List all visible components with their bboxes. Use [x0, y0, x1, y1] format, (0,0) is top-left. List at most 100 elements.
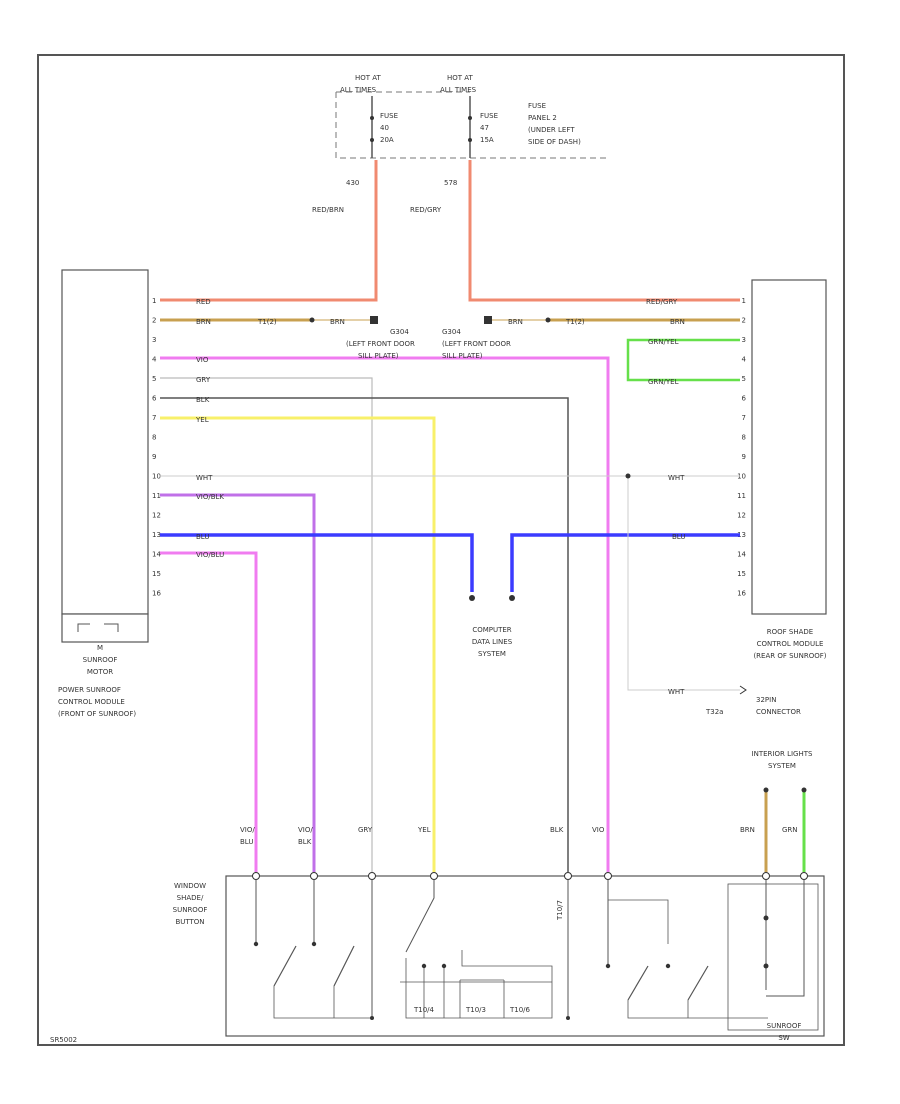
ground-left-symbol	[370, 316, 378, 324]
right-pin-14: 14	[737, 551, 746, 559]
left-pin-1: 1	[152, 297, 156, 305]
switch-node-6	[441, 963, 447, 969]
wire2-color: RED/GRY	[410, 206, 442, 214]
switch-node-4	[665, 963, 671, 969]
wire-gry	[160, 377, 373, 872]
left-pin-16: 16	[152, 590, 161, 598]
ground1-line3: SILL PLATE)	[358, 352, 399, 360]
switch-node-2	[311, 941, 317, 947]
sunroof-sw-node-1	[763, 915, 769, 921]
label-blu-right: BLU	[672, 533, 685, 541]
wire2-number: 578	[444, 179, 457, 187]
bottom-wire6: VIO	[592, 826, 605, 834]
right-pin-16: 16	[737, 590, 746, 598]
switch-sub-label-2: T10/3	[465, 1006, 486, 1014]
sunroof-sw-outline	[727, 883, 819, 1031]
wire-red-brn	[160, 160, 378, 302]
ground-labels: G304 (LEFT FRONT DOOR SILL PLATE) G304 (…	[346, 328, 511, 360]
right-module-name-line2: CONTROL MODULE	[757, 640, 824, 648]
switch-node-5	[421, 963, 427, 969]
label-vio-blu: VIO/BLU	[196, 551, 224, 559]
switch-name-line1: WINDOW	[174, 882, 206, 890]
ground2-line2: (LEFT FRONT DOOR	[442, 340, 511, 348]
connector-id: T32a	[705, 708, 723, 716]
interior-lights-system: INTERIOR LIGHTS SYSTEM	[752, 750, 813, 872]
switch-bus-lines	[273, 899, 768, 1019]
fuse2-label-line1: FUSE	[480, 112, 498, 120]
left-pin-15: 15	[152, 570, 161, 578]
fuse1-label-line2: 40	[380, 124, 389, 132]
label-red: RED	[196, 298, 211, 306]
switch-contacts	[273, 945, 709, 1001]
label-vio-blk: VIO/BLK	[196, 493, 224, 501]
right-module-name-line3: (REAR OF SUNROOF)	[753, 652, 826, 660]
power-sunroof-control-module: M SUNROOF MOTOR POWER SUNROOF CONTROL MO…	[58, 269, 161, 718]
switch-node-7	[370, 1016, 374, 1020]
right-pin-2: 2	[742, 317, 746, 325]
switch-sub-label-4: T10/7	[556, 900, 564, 921]
interior-lights-line1: INTERIOR LIGHTS	[752, 750, 813, 758]
fuse2-contact-bottom	[468, 138, 472, 142]
switch-terminal-7	[762, 872, 770, 880]
left-module-name-line3: (FRONT OF SUNROOF)	[58, 710, 136, 718]
wire-vio-blk	[160, 493, 316, 872]
bottom-wire-labels: VIO/ BLU VIO/ BLK GRY YEL BLK VIO BRN GR…	[240, 826, 798, 846]
switch-node-3	[605, 963, 611, 969]
hot1-label-line2: ALL TIMES	[340, 86, 377, 94]
left-pin-8: 8	[152, 434, 156, 442]
left-module-name-line2: CONTROL MODULE	[58, 698, 125, 706]
switch-sub-label-3: T10/6	[509, 1006, 531, 1014]
bottom-wire3: GRY	[358, 826, 373, 834]
splice-right	[545, 317, 551, 323]
right-pin-12: 12	[737, 512, 746, 520]
left-pin-11: 11	[152, 492, 161, 500]
switch-node-1	[253, 941, 259, 947]
data-line-terminal-1	[469, 595, 475, 601]
bottom-wire7: BRN	[740, 826, 755, 834]
switch-internal-lines	[255, 880, 805, 1018]
data-line-terminal-2	[509, 595, 515, 601]
motor-label-line2: SUNROOF	[83, 656, 118, 664]
fuse2-label-line2: 47	[480, 124, 489, 132]
right-pin-13: 13	[737, 531, 746, 539]
label-wht-connector: WHT	[668, 688, 685, 696]
fuse1-label-line3: 20A	[380, 136, 394, 144]
label-gry: GRY	[196, 376, 211, 384]
right-module-name-line1: ROOF SHADE	[767, 628, 813, 636]
right-pin-9: 9	[742, 453, 746, 461]
ground-right-brn: BRN	[508, 318, 523, 326]
left-pin-7: 7	[152, 414, 156, 422]
bottom-wire1-line1: VIO/	[240, 826, 255, 834]
left-pin-13: 13	[152, 531, 161, 539]
left-module-name-line1: POWER SUNROOF	[58, 686, 121, 694]
roof-shade-control-module: ROOF SHADE CONTROL MODULE (REAR OF SUNRO…	[737, 279, 827, 660]
right-pin-10: 10	[737, 473, 746, 481]
interior-terminal-2	[801, 787, 807, 793]
ground-left-tag: T1(2)	[257, 318, 277, 326]
fuse1-label-line1: FUSE	[380, 112, 398, 120]
right-module-body	[751, 279, 827, 615]
data-system-line3: SYSTEM	[478, 650, 506, 658]
switch-block-outline	[225, 875, 825, 1037]
motor-symbol	[77, 623, 119, 632]
label-brn-right: BRN	[670, 318, 685, 326]
fuse2-label-line3: 15A	[480, 136, 494, 144]
data-system-line2: DATA LINES	[472, 638, 513, 646]
label-red-gry: RED/GRY	[646, 298, 678, 306]
right-pin-3: 3	[742, 336, 746, 344]
fuse-panel: HOT AT ALL TIMES HOT AT ALL TIMES FUSE 4…	[335, 74, 610, 159]
bottom-wire8: GRN	[782, 826, 798, 834]
wire-vio	[160, 356, 610, 872]
sunroof-sw-node-2	[763, 963, 769, 969]
connector-name-line2: CONNECTOR	[756, 708, 801, 716]
switch-terminals	[252, 872, 808, 880]
left-pin-10: 10	[152, 473, 161, 481]
ground2-line3: SILL PLATE)	[442, 352, 483, 360]
switch-sub-label-1: T10/4	[413, 1006, 435, 1014]
bottom-wire4: YEL	[417, 826, 431, 834]
connector-name-line1: 32PIN	[756, 696, 776, 704]
interior-lights-line2: SYSTEM	[768, 762, 796, 770]
